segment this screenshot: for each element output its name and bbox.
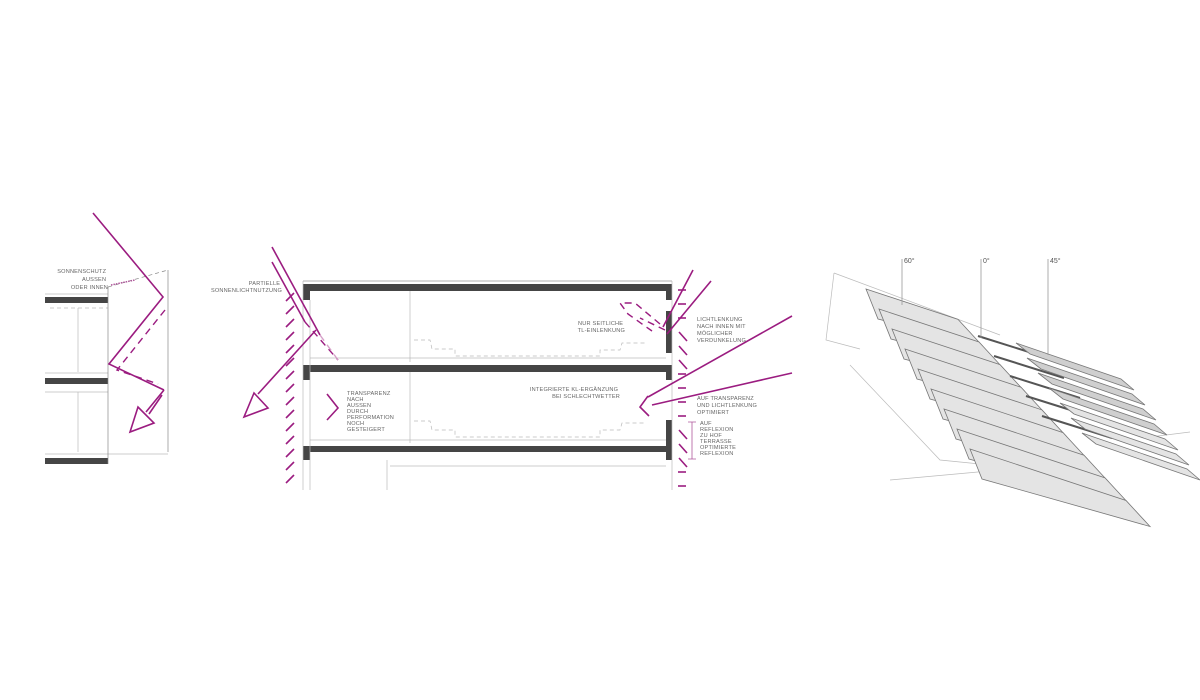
hatch-mark [285,474,295,484]
louver-panel [969,448,1152,528]
floor-slab [45,378,108,384]
louver-mark [678,345,688,356]
reflection-label: AUF REFLEXION ZU HOF TERRASSE OPTIMIERTE… [700,421,738,457]
transparency-label: TRANSPARENZ NACH AUSSEN DURCH PERFORMATI… [347,391,396,433]
louver-panel [1048,387,1168,436]
lateral-light-label: NUR SEITLICHE TL-EINLENKUNG [578,321,625,334]
integrated-label: INTEGRIERTE KL-ERGÄNZUNG BEI SCHLECHTWET… [530,386,620,400]
louver-panel [1070,417,1190,466]
louver-panel [1015,342,1135,391]
hatch-mark [285,370,295,380]
floor-slab [45,458,108,464]
angle-label-0: 0° [983,257,990,265]
hatch-mark [285,409,295,419]
louver-axonometry: 60° 0° 45° [825,257,1200,528]
facade-hatching-left [285,292,295,484]
louver-mark [678,457,688,468]
eye-icon [638,395,650,417]
hatch-mark [285,383,295,393]
angle-label-45: 45° [1050,257,1061,265]
light-arrow-icon [128,389,165,434]
eye-icon [326,393,340,421]
hatch-mark [285,422,295,432]
angle-label-60: 60° [904,257,915,265]
optimized-label: AUF TRANSPARENZ UND LICHTLENKUNG OPTIMIE… [697,396,759,416]
louver-panel [1026,357,1146,406]
louver-panel [1037,372,1157,421]
light-arrow-icon [242,391,270,419]
hatch-mark [285,318,295,328]
hatch-mark [285,435,295,445]
sunshade-icon [110,279,136,286]
sunshade-label: SONNENSCHUTZ AUSSEN ODER INNEN [57,269,108,291]
louver-mark [678,331,688,342]
light-arrow-icon [618,302,666,332]
louver-panel [1059,402,1179,451]
hatch-mark [285,448,295,458]
hatch-mark [285,344,295,354]
left-section: SONNENSCHUTZ AUSSEN ODER INNEN [45,212,169,464]
hatch-mark [285,292,295,302]
louver-mark [678,359,688,370]
hatch-mark [285,461,295,471]
facade-louvers-right [678,289,688,487]
floor-slab [45,297,108,303]
louver-blade [993,355,1065,379]
floor-slab [303,365,672,380]
hatch-mark [285,331,295,341]
floor-slab [303,446,672,460]
hatch-mark [285,357,295,367]
louvers-60deg [865,288,1152,528]
hatch-mark [285,305,295,315]
hatch-mark [285,396,295,406]
middle-section: PARTIELLE SONNENLICHTNUTZUNG TRANSPARENZ… [211,246,793,490]
partial-sunlight-label: PARTIELLE SONNENLICHTNUTZUNG [211,281,282,294]
light-redirect-label: LICHTLENKUNG NACH INNEN MIT MÖGLICHER VE… [697,317,747,344]
louver-mark [678,443,688,454]
louver-panel [1081,432,1200,481]
floor-slab [303,284,672,300]
louver-mark [678,429,688,440]
louvers-45deg [1015,342,1200,481]
